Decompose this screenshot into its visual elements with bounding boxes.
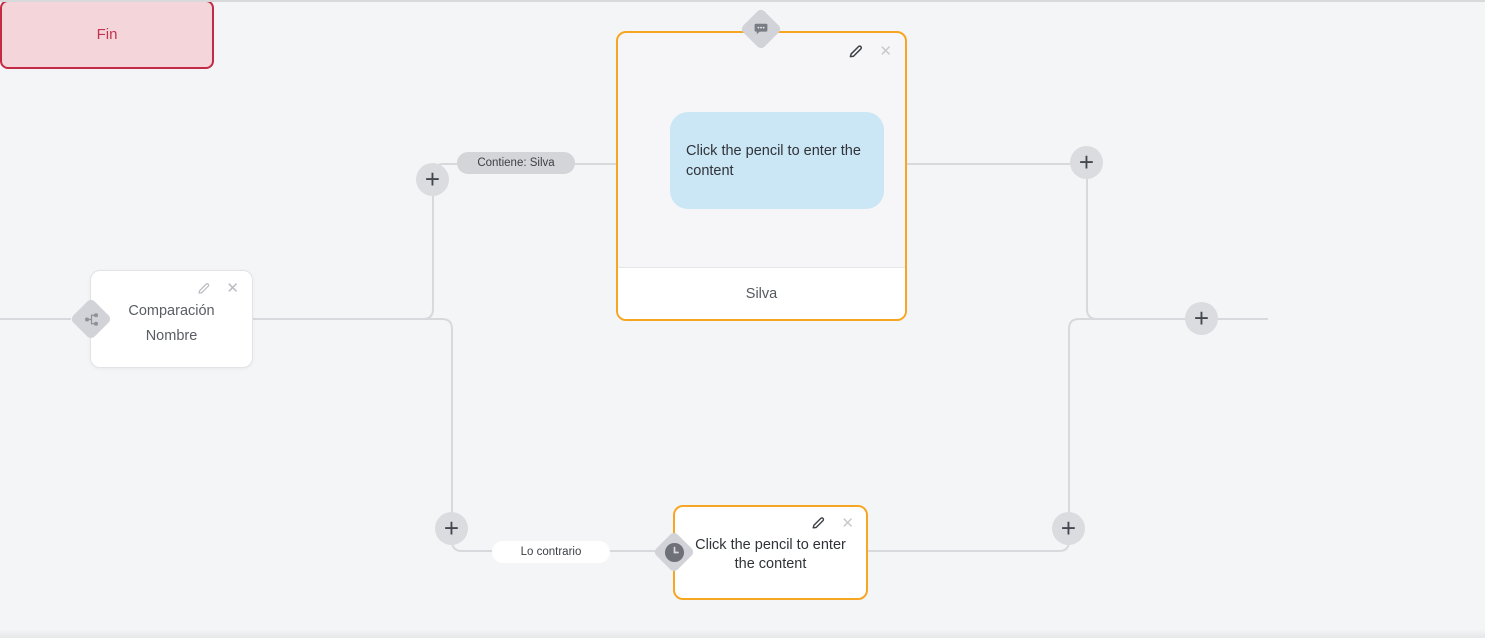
add-step-true-branch-button[interactable]: + xyxy=(416,163,449,196)
add-step-after-message-button[interactable]: + xyxy=(1070,146,1103,179)
message-preview-bubble: Click the pencil to enter the content xyxy=(670,112,884,209)
message-placeholder-text: Click the pencil to enter the content xyxy=(686,142,861,179)
add-step-after-delay-button[interactable]: + xyxy=(1052,512,1085,545)
close-icon[interactable]: ✕ xyxy=(841,514,854,532)
edge-label-otherwise: Lo contrario xyxy=(492,541,610,563)
end-node-label: Fin xyxy=(96,26,118,43)
delay-input-port[interactable] xyxy=(652,530,696,574)
condition-node[interactable]: ✕ Comparación Nombre xyxy=(90,270,253,368)
close-icon[interactable]: ✕ xyxy=(226,280,239,297)
add-step-before-end-button[interactable]: + xyxy=(1185,302,1218,335)
edit-pencil-icon[interactable] xyxy=(847,43,864,60)
edge-delay-to-end xyxy=(868,318,1268,552)
message-input-port[interactable] xyxy=(739,7,783,51)
edge-message-to-end xyxy=(907,163,1268,320)
clock-icon xyxy=(664,542,685,563)
chat-bubble-icon xyxy=(753,21,769,37)
condition-input-port[interactable] xyxy=(69,297,113,341)
message-footer-label: Silva xyxy=(745,285,778,302)
close-icon[interactable]: ✕ xyxy=(879,43,892,60)
edit-pencil-icon[interactable] xyxy=(810,515,826,531)
edit-pencil-icon[interactable] xyxy=(196,281,211,296)
delay-node[interactable]: ✕ Click the pencil to enter the content xyxy=(673,505,868,600)
canvas-bottom-edge xyxy=(0,629,1485,638)
canvas-top-edge xyxy=(0,0,1485,2)
edge-condition-false xyxy=(253,318,673,552)
edge-label-contains: Contiene: Silva xyxy=(457,152,575,174)
message-node[interactable]: ✕ Click the pencil to enter the content … xyxy=(616,31,907,321)
add-step-false-branch-button[interactable]: + xyxy=(435,512,468,545)
delay-placeholder-text: Click the pencil to enter the content xyxy=(695,537,846,572)
message-footer: Silva xyxy=(618,267,905,319)
condition-title: Comparación xyxy=(128,303,215,319)
condition-subtitle: Nombre xyxy=(145,328,198,344)
hierarchy-icon xyxy=(84,312,99,327)
